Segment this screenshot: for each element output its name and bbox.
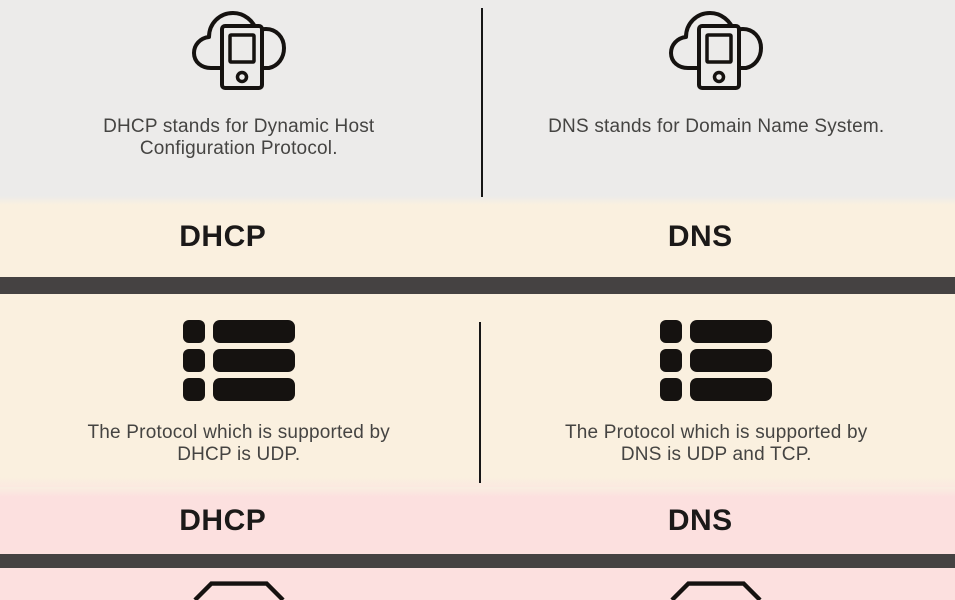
dns-label: DNS [667, 219, 733, 253]
label-band-1: DHCP DNS [0, 196, 955, 277]
dns-protocol-text: The Protocol which is supported by DNS i… [564, 422, 868, 465]
dhcp-label: DHCP [179, 503, 267, 537]
next-left-column [0, 568, 478, 600]
hexagon-icon [670, 581, 762, 600]
cloud-device-icon [191, 11, 286, 90]
dhcp-protocol-text: The Protocol which is supported by DHCP … [87, 422, 390, 465]
section-divider-bar [0, 277, 955, 294]
next-right-column [478, 568, 955, 600]
protocol-left-column: The Protocol which is supported by DHCP … [0, 294, 478, 487]
dns-definition-text: DNS stands for Domain Name System. [548, 116, 885, 137]
cloud-device-icon [669, 11, 764, 90]
protocol-right-column: The Protocol which is supported by DNS i… [478, 294, 955, 487]
label-band-1-right: DNS [478, 220, 955, 254]
dns-label: DNS [667, 503, 733, 537]
label-band-2-right: DNS [478, 504, 955, 538]
next-section-preview [0, 568, 955, 600]
section-divider-bar [0, 554, 955, 568]
label-band-2-left: DHCP [0, 504, 478, 538]
dhcp-definition-text: DHCP stands for Dynamic Host Configurati… [103, 116, 375, 159]
column-divider [479, 322, 481, 483]
definition-right-column: DNS stands for Domain Name System. [478, 0, 955, 196]
definition-section: DHCP stands for Dynamic Host Configurati… [0, 0, 955, 196]
list-icon [182, 320, 295, 401]
protocol-section: The Protocol which is supported by DHCP … [0, 294, 955, 487]
hexagon-icon [193, 581, 285, 600]
definition-left-column: DHCP stands for Dynamic Host Configurati… [0, 0, 478, 196]
label-band-2: DHCP DNS [0, 487, 955, 554]
column-divider [481, 8, 483, 197]
dhcp-label: DHCP [179, 219, 267, 253]
label-band-1-left: DHCP [0, 220, 478, 254]
list-icon [660, 320, 773, 401]
